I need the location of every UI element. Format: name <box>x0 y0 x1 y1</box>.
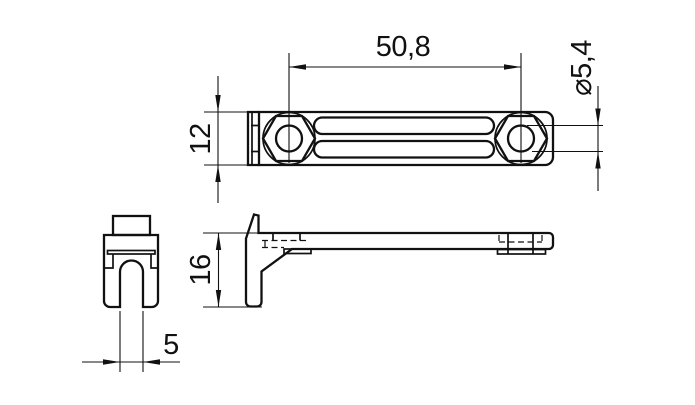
end-notch-left <box>104 254 114 269</box>
hex-recess <box>261 114 317 163</box>
dim-plate-height: 12 <box>185 76 251 203</box>
arrowhead-top <box>215 233 222 250</box>
end-notch-right <box>150 254 158 269</box>
arrowhead-bottom <box>595 151 601 169</box>
arrowhead-right <box>143 359 160 365</box>
slot-top <box>312 116 496 136</box>
dim-hole-spacing: 50,8 <box>289 31 521 70</box>
dim-label-bracket-height: 16 <box>185 254 217 285</box>
hex-recess <box>493 114 549 163</box>
dim-label-plate-height: 12 <box>185 123 217 154</box>
arrowhead-left <box>103 359 120 365</box>
side-outline <box>244 213 555 308</box>
dim-slot-width: 5 <box>82 311 180 372</box>
dim-label-hole-diameter: ⌀5,4 <box>566 40 598 96</box>
arrowhead-top <box>215 95 221 112</box>
arrowhead-bottom <box>215 165 221 182</box>
arrowhead-left <box>289 64 306 70</box>
top-view <box>246 53 555 167</box>
slot-bottom <box>312 139 496 159</box>
dim-hole-diameter: ⌀5,4 <box>527 40 603 191</box>
pad-right <box>496 248 547 255</box>
pad-left <box>283 248 312 255</box>
end-top-tab <box>111 214 152 237</box>
flange-edge <box>246 110 259 167</box>
dim-label-hole-spacing: 50,8 <box>376 31 430 63</box>
end-view <box>102 214 160 309</box>
arrowhead-top <box>595 108 601 126</box>
arrowhead-right <box>504 64 521 70</box>
dim-label-slot-width: 5 <box>163 329 179 361</box>
dim-bracket-height: 16 <box>185 232 262 308</box>
end-band <box>106 249 156 255</box>
arrowhead-bottom <box>215 290 222 307</box>
end-body-outline <box>102 233 160 309</box>
plate-outline <box>257 110 555 167</box>
side-view <box>244 213 555 308</box>
